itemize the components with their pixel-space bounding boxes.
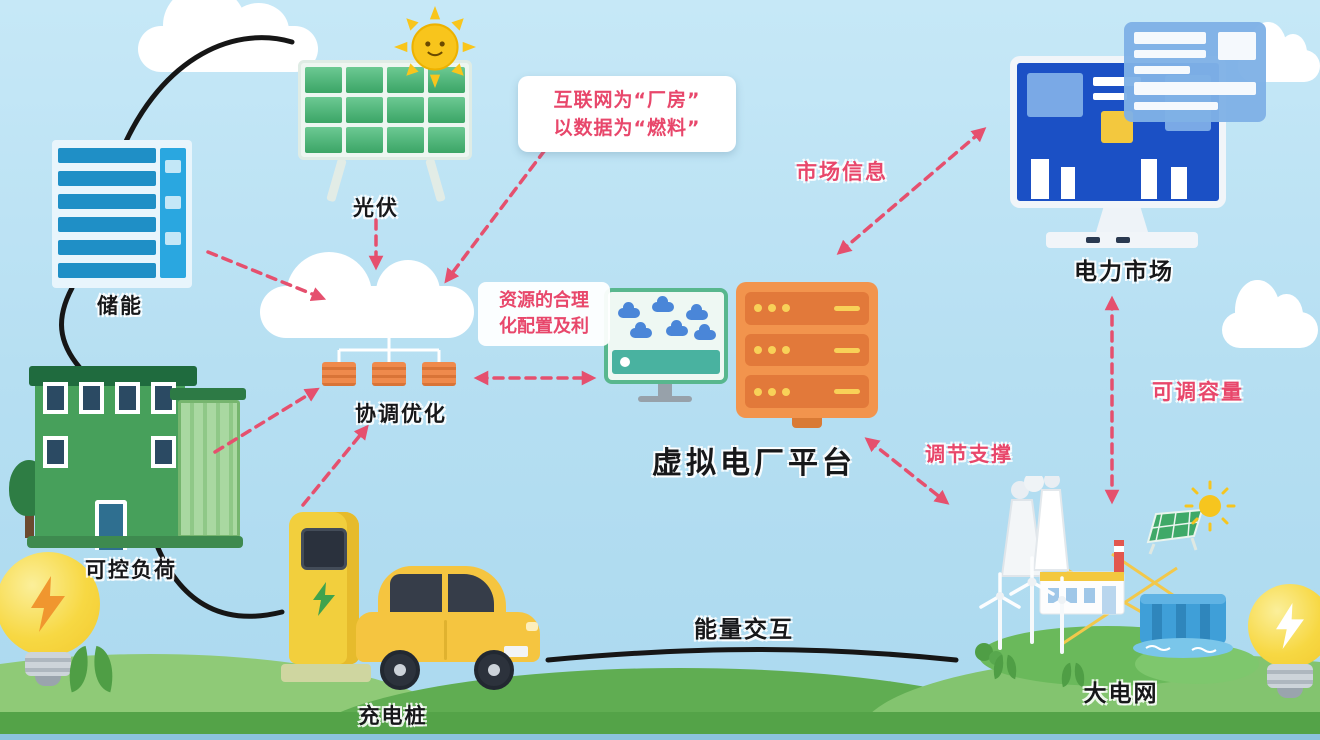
plant-icon [992,652,1018,678]
window [165,160,181,173]
cloud-data-icon [694,324,716,340]
window [115,382,140,414]
cloud-data-icon [686,304,708,320]
pile-base [281,664,371,682]
coordination-node [260,252,474,394]
lightning-icon [1276,603,1304,649]
car-door-line [444,620,447,660]
plant-icon [66,641,115,690]
lightbulb-icon [0,552,108,686]
floating-window [1124,22,1266,122]
server-slat [745,375,869,409]
network-node [372,362,406,386]
window [43,382,68,414]
cloud-data-icon [630,322,652,338]
electric-car [356,560,540,692]
load-label: 可控负荷 [85,558,177,582]
screen-column [1061,167,1075,199]
sun-icon [1184,480,1236,532]
charger-label: 充电桩 [358,704,428,728]
wind-turbine-icon [979,556,1083,654]
solar-pv-node [298,6,478,203]
building-roof [29,366,197,386]
resource-callout: 资源的合理 化配置及利 [478,282,610,346]
resource-callout-line1: 资源的合理 [499,290,589,311]
monitor-toolbar [612,350,720,374]
screen-pane [1027,73,1083,117]
resource-callout-line2: 化配置及利 [499,316,589,337]
network-node [422,362,456,386]
adjustable-capacity-label: 可调容量 [1152,380,1244,404]
cloud-icon [138,0,318,72]
network-node [322,362,356,386]
license-plate [504,646,528,657]
storage-building [52,140,192,288]
base-slot [1086,237,1100,243]
internet-callout: 互联网为“厂房” 以数据为“燃料” [518,76,736,152]
lightning-icon [31,576,65,632]
window [151,436,176,468]
market-info-label: 市场信息 [796,160,888,184]
small-solar-panel [1146,508,1204,555]
vpp-platform-node [604,282,880,434]
energy-exchange-label: 能量交互 [694,617,794,643]
grid-label: 大电网 [1083,681,1159,707]
hydro-dam-icon [1133,594,1233,658]
sun-icon [394,6,476,88]
window [165,232,181,245]
platform-label: 虚拟电厂平台 [652,446,856,481]
controllable-load-building [9,366,246,550]
lightbulb-icon [1240,584,1320,698]
screen-bar [1093,77,1141,86]
ground-strip [0,712,1320,734]
electricity-market-node [1000,22,1266,250]
market-monitor [1010,56,1226,208]
energy-exchange-line [545,647,959,663]
screen-column [1141,159,1157,199]
wheel-icon [474,650,514,690]
monitor-stand [658,384,672,396]
monitor-stand [1096,208,1148,232]
screen-bar [1093,93,1127,100]
cooling-tower-icon [1000,476,1070,577]
car-window [390,574,442,616]
headlight [526,622,538,631]
charging-pile [281,512,371,690]
coordination-label: 协调优化 [355,402,447,426]
screen-column [1031,159,1049,199]
screen-column [1171,167,1187,199]
window [43,436,68,468]
solar-panel-leg [425,157,446,203]
regulation-support-label: 调节支撑 [925,442,1013,466]
cloud-data-icon [618,302,640,318]
monitor-base [638,396,692,402]
cloud-icon [1222,280,1318,348]
window [165,196,181,209]
market-label: 电力市场 [1074,259,1174,285]
power-grid-node [975,476,1259,686]
network-links [337,334,441,362]
window [79,382,104,414]
wheel-icon [380,650,420,690]
cloud-data-icon [666,320,688,336]
server-slat [745,292,869,325]
server-slat [745,333,869,367]
internet-callout-line2: 以数据为“燃料” [553,117,701,139]
storage-label: 储能 [97,294,143,318]
garage-door [178,400,240,538]
solar-label: 光伏 [353,196,399,220]
building-base [27,536,243,548]
garage-roof [170,388,246,400]
internet-callout-line1: 互联网为“厂房” [553,89,701,111]
lightning-icon [313,582,335,616]
play-icon [620,357,630,367]
bottom-edge [0,734,1320,740]
server-rack-icon [736,282,878,428]
base-slot [1116,237,1130,243]
cloud-data-icon [652,296,674,312]
monitor-icon [604,288,728,404]
pile-screen [301,528,347,570]
